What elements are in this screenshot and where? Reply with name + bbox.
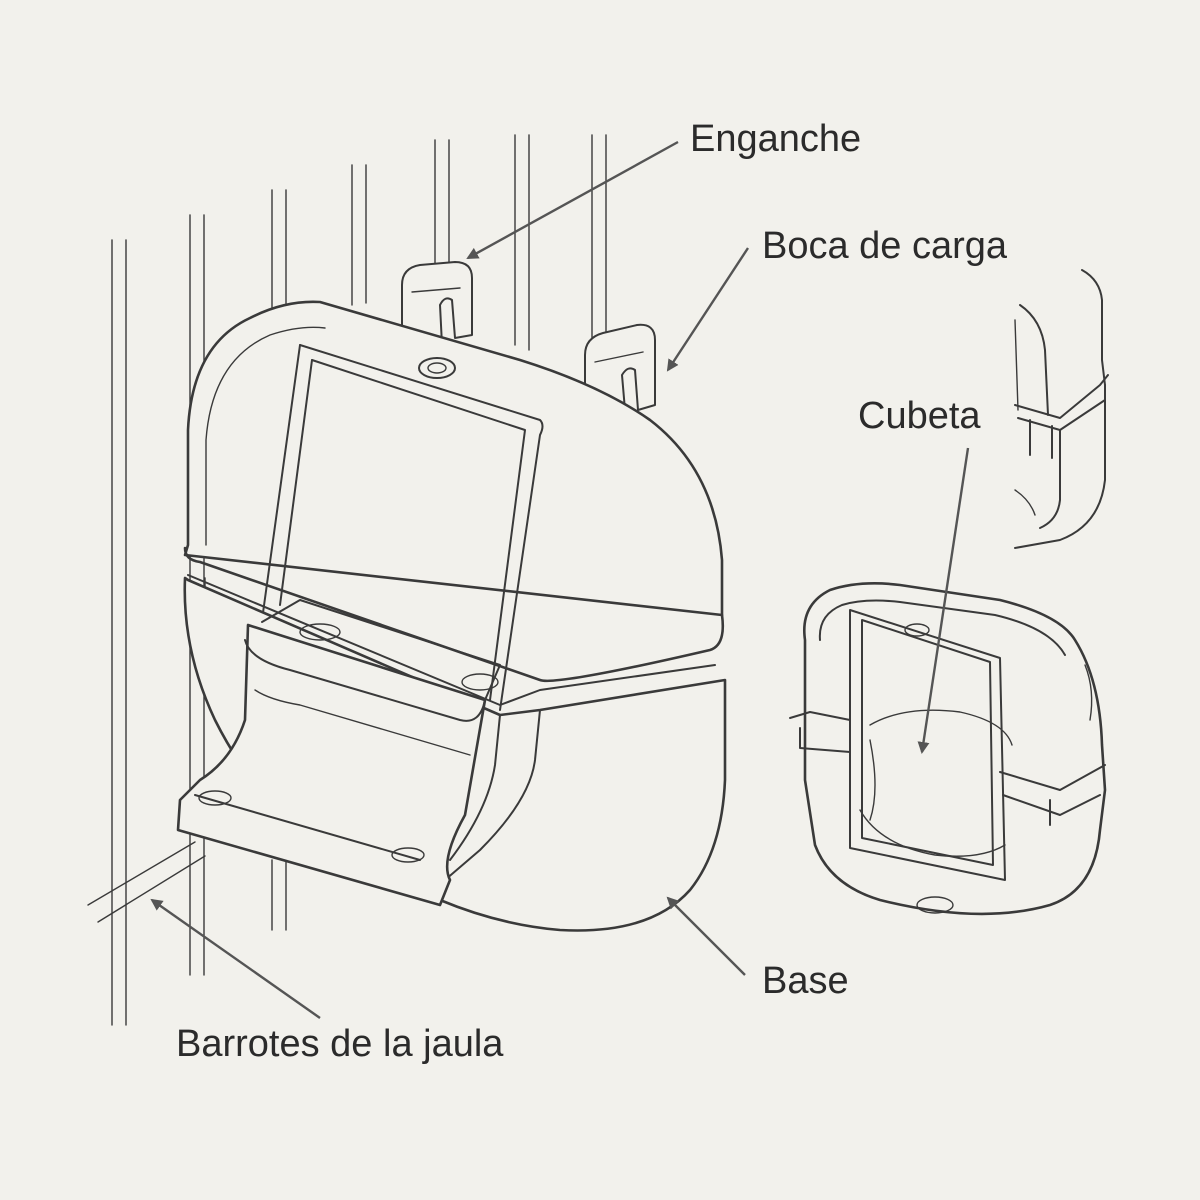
leader-lines <box>150 140 970 1019</box>
label-barrotes: Barrotes de la jaula <box>176 1023 504 1065</box>
label-base: Base <box>762 960 849 1002</box>
leader-barrotes <box>150 898 321 1019</box>
partial-feeder <box>1014 269 1109 549</box>
cup <box>789 582 1107 916</box>
leader-cubeta <box>917 447 970 754</box>
leader-boca-de-carga <box>666 247 750 372</box>
label-cubeta: Cubeta <box>858 395 981 437</box>
cage-bars <box>87 134 607 1026</box>
feeder-body <box>176 300 727 932</box>
leader-enganche <box>466 140 679 260</box>
hooks <box>401 261 656 411</box>
leader-base <box>666 896 746 976</box>
label-boca-de-carga: Boca de carga <box>762 225 1008 267</box>
label-enganche: Enganche <box>690 118 862 160</box>
